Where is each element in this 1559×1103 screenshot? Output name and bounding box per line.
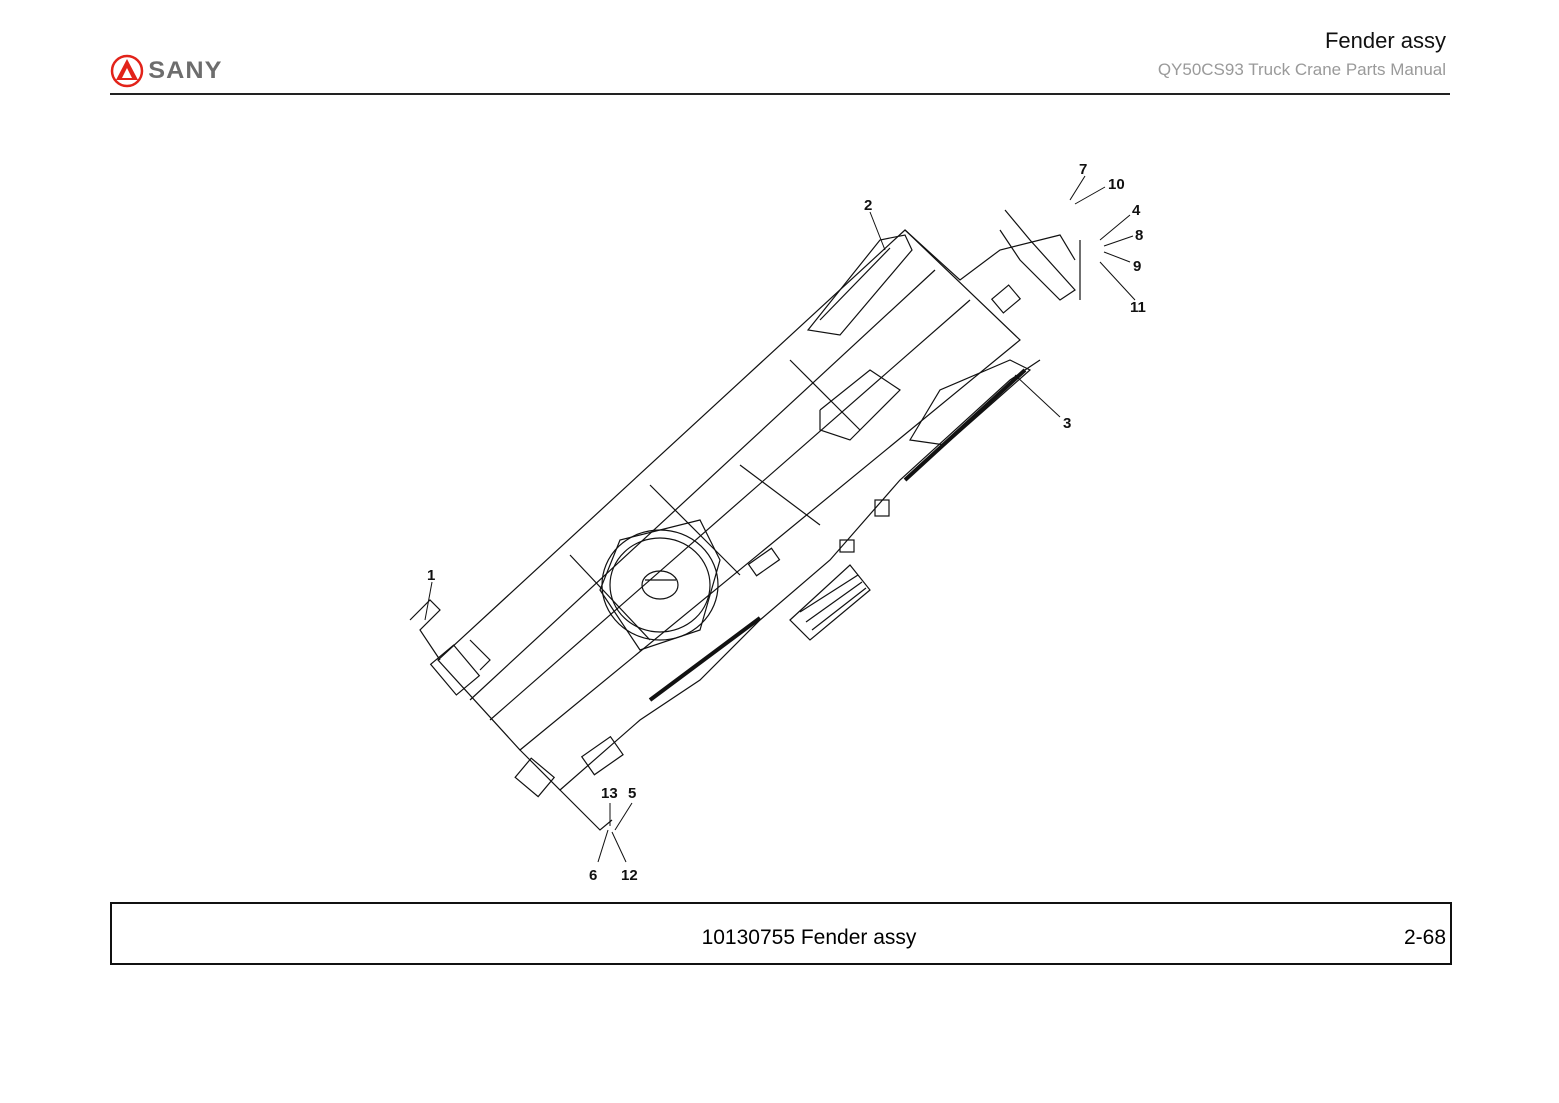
- slewing-ring: [601, 529, 719, 641]
- page-header: SANY Fender assy QY50CS93 Truck Crane Pa…: [110, 28, 1450, 94]
- page-number: 2-68: [1403, 926, 1446, 949]
- callout-8: 8: [1135, 227, 1143, 244]
- leader-lines: [424, 175, 1136, 863]
- callout-4: 4: [1132, 202, 1141, 219]
- callout-12: 12: [621, 867, 638, 884]
- document-subtitle: QY50CS93 Truck Crane Parts Manual: [1157, 60, 1446, 79]
- callout-3: 3: [1063, 415, 1071, 432]
- chassis-body: [437, 229, 1021, 751]
- callout-6: 6: [589, 867, 597, 884]
- front-fender-right: [909, 359, 1032, 446]
- step-ladder: [789, 564, 871, 641]
- sany-logo: SANY: [110, 54, 221, 88]
- header-divider: [110, 93, 1450, 95]
- callout-13: 13: [601, 785, 618, 802]
- callout-5: 5: [628, 785, 636, 802]
- logo-text: SANY: [148, 57, 223, 84]
- callout-2: 2: [864, 197, 872, 214]
- callout-10: 10: [1108, 176, 1125, 193]
- footer-box: 10130755 Fender assy 2-68: [110, 902, 1452, 965]
- figure-caption: 10130755 Fender assy: [701, 926, 917, 949]
- chassis-edge-line: [469, 269, 936, 701]
- chassis-outline: [409, 209, 1081, 831]
- sany-logo-mark-icon: [110, 54, 144, 88]
- callout-1: 1: [427, 567, 435, 584]
- front-fender-left: [806, 234, 913, 336]
- document-title: Fender assy: [1324, 28, 1446, 53]
- callout-11: 11: [1130, 299, 1146, 316]
- rear-bracket: [409, 599, 441, 661]
- callout-9: 9: [1133, 258, 1141, 275]
- callout-7: 7: [1079, 161, 1087, 178]
